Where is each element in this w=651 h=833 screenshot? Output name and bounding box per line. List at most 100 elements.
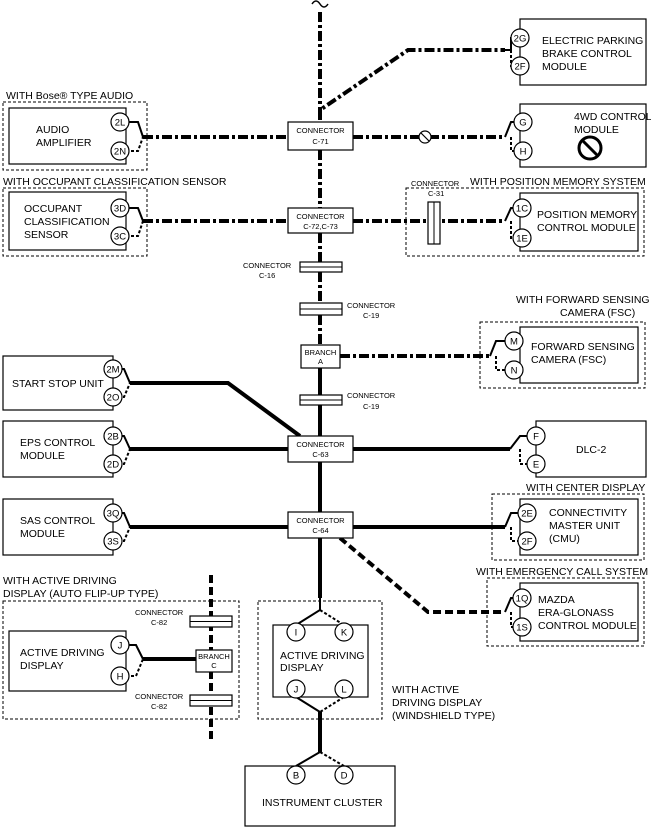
emergency-group-box bbox=[486, 577, 645, 647]
eps-pin-a bbox=[103, 426, 123, 446]
era-label-2: ERA-GLONASS bbox=[538, 607, 614, 619]
ic-pin-b bbox=[286, 765, 306, 785]
ssu-label-1: START STOP UNIT bbox=[12, 378, 104, 390]
branch-c-label-1: BRANCH bbox=[198, 652, 230, 661]
flip-pin-b-label: H bbox=[117, 672, 124, 683]
connector-c71-label-1: CONNECTOR bbox=[296, 126, 345, 135]
branch-a bbox=[300, 344, 341, 369]
center-display-group-box bbox=[491, 493, 645, 561]
cmu-label-3: (CMU) bbox=[549, 533, 580, 545]
audio-module-box bbox=[8, 107, 127, 165]
cmu-pin-b-label: 2F bbox=[521, 537, 532, 548]
pmc-module-box bbox=[519, 192, 639, 252]
fsc-label-1: FORWARD SENSING bbox=[531, 341, 635, 353]
sas-pin-a-label: 3Q bbox=[107, 509, 120, 520]
ws-pin-l bbox=[334, 679, 354, 699]
small-prohibited-icon bbox=[418, 130, 432, 144]
ocs-pin-b-label: 3C bbox=[114, 232, 126, 243]
awd-pin-b-label: H bbox=[520, 147, 527, 158]
eps-pin-b bbox=[103, 454, 123, 474]
add-ws-group-box bbox=[257, 600, 383, 720]
sas-label-1: SAS CONTROL bbox=[20, 515, 95, 527]
add-ws-group-label-2: DRIVING DISPLAY bbox=[392, 697, 482, 709]
ws-pin-j-label: J bbox=[294, 685, 299, 696]
flip-pin-a bbox=[110, 635, 130, 655]
fsc-pin-b-lead bbox=[495, 356, 505, 371]
add-flip-group-label-1: WITH ACTIVE DRIVING bbox=[3, 575, 117, 587]
dlc-label-1: DLC-2 bbox=[576, 444, 607, 456]
add-flip-label-2: DISPLAY bbox=[20, 660, 64, 672]
connector-c63 bbox=[287, 435, 354, 463]
branch-a-label-1: BRANCH bbox=[305, 348, 337, 357]
connector-c64-label-1: CONNECTOR bbox=[296, 516, 345, 525]
pmc-label-1: POSITION MEMORY bbox=[537, 209, 637, 221]
audio-label-1: AUDIO bbox=[36, 124, 69, 136]
add-ws-label-2: DISPLAY bbox=[280, 662, 324, 674]
ws-pin-l-label: L bbox=[341, 685, 346, 696]
eps-module-box bbox=[2, 420, 114, 478]
sas-pin-b-lead bbox=[113, 526, 131, 542]
awd-pin-a-label: G bbox=[519, 118, 526, 129]
fsc-module-box bbox=[519, 326, 639, 384]
pmc-pin-a-label: 1C bbox=[516, 204, 528, 215]
audio-label-2: AMPLIFIER bbox=[36, 137, 92, 149]
era-pin-b-label: 1S bbox=[516, 623, 528, 634]
connector-c31-label-2: C-31 bbox=[428, 189, 444, 198]
connector-c71-label-2: C-71 bbox=[312, 137, 328, 146]
audio-pin-b bbox=[110, 141, 130, 161]
epb-pin-b-label: 2F bbox=[514, 62, 525, 73]
sas-pin-a bbox=[103, 503, 123, 523]
connector-c19a-label-2: C-19 bbox=[363, 311, 379, 320]
pin-group: 2G 2F 2L 2N G H 3D 3C 1C 1E M N bbox=[103, 28, 546, 785]
ssu-pin-b-lead bbox=[113, 382, 131, 398]
dlc-pin-a-label: F bbox=[533, 432, 539, 443]
ic-wire-d bbox=[319, 751, 345, 767]
add-flip-group-box bbox=[2, 600, 240, 720]
ws-wire-k bbox=[319, 609, 345, 626]
awd-pin-b bbox=[513, 141, 533, 161]
cmu-pin-a bbox=[517, 503, 537, 523]
connector-c71 bbox=[287, 121, 354, 151]
position-memory-group-box bbox=[405, 187, 645, 257]
emergency-group-label: WITH EMERGENCY CALL SYSTEM bbox=[476, 566, 648, 578]
fsc-pin-a-lead bbox=[489, 340, 505, 357]
connector-c64-label-2: C-64 bbox=[312, 526, 328, 535]
ssu-module-box bbox=[2, 355, 114, 411]
ws-pin-i bbox=[286, 622, 306, 642]
add-flip-label-1: ACTIVE DRIVING bbox=[20, 647, 105, 659]
era-pin-a bbox=[512, 588, 532, 608]
cmu-pin-a-label: 2E bbox=[521, 509, 533, 520]
ws-pin-i-label: I bbox=[295, 628, 298, 639]
eps-pin-b-label: 2D bbox=[107, 460, 119, 471]
connector-c72-label-1: CONNECTOR bbox=[296, 212, 345, 221]
era-label-3: CONTROL MODULE bbox=[538, 620, 637, 632]
ic-pin-b-label: B bbox=[293, 771, 299, 782]
cmu-label-2: MASTER UNIT bbox=[549, 520, 621, 532]
connector-c82b-label-1: CONNECTOR bbox=[135, 692, 184, 701]
ocs-label-2: CLASSIFICATION bbox=[24, 216, 110, 228]
ssu-pin-b-label: 2O bbox=[107, 393, 120, 404]
prohibited-icon bbox=[577, 135, 603, 161]
connector-c72-label-2: C-72,C-73 bbox=[303, 222, 338, 231]
eps-pin-b-lead bbox=[113, 448, 131, 465]
epb-pin-b bbox=[510, 56, 530, 76]
flip-pin-b-lead bbox=[126, 658, 144, 677]
branch-a-label-2: A bbox=[318, 357, 323, 366]
ssu-pin-a bbox=[103, 359, 123, 379]
cmu-module-box bbox=[519, 498, 639, 556]
ws-pin-j bbox=[286, 679, 306, 699]
fsc-label-2: CAMERA (FSC) bbox=[531, 354, 606, 366]
fsc-pin-a-label: M bbox=[510, 337, 518, 348]
fsc-group-label-1: WITH FORWARD SENSING bbox=[516, 294, 650, 306]
cmu-label-1: CONNECTIVITY bbox=[549, 507, 627, 519]
ic-pin-d bbox=[334, 765, 354, 785]
center-display-group-label: WITH CENTER DISPLAY bbox=[526, 482, 645, 494]
pmc-pin-a bbox=[512, 198, 532, 218]
era-wire bbox=[338, 536, 505, 614]
audio-pin-a bbox=[110, 112, 130, 132]
ocs-pin-b bbox=[110, 226, 130, 246]
awd-label-2: MODULE bbox=[574, 124, 619, 136]
flip-pin-b bbox=[110, 666, 130, 686]
audio-pin-b-label: 2N bbox=[114, 147, 126, 158]
ic-label-1: INSTRUMENT CLUSTER bbox=[262, 797, 383, 809]
